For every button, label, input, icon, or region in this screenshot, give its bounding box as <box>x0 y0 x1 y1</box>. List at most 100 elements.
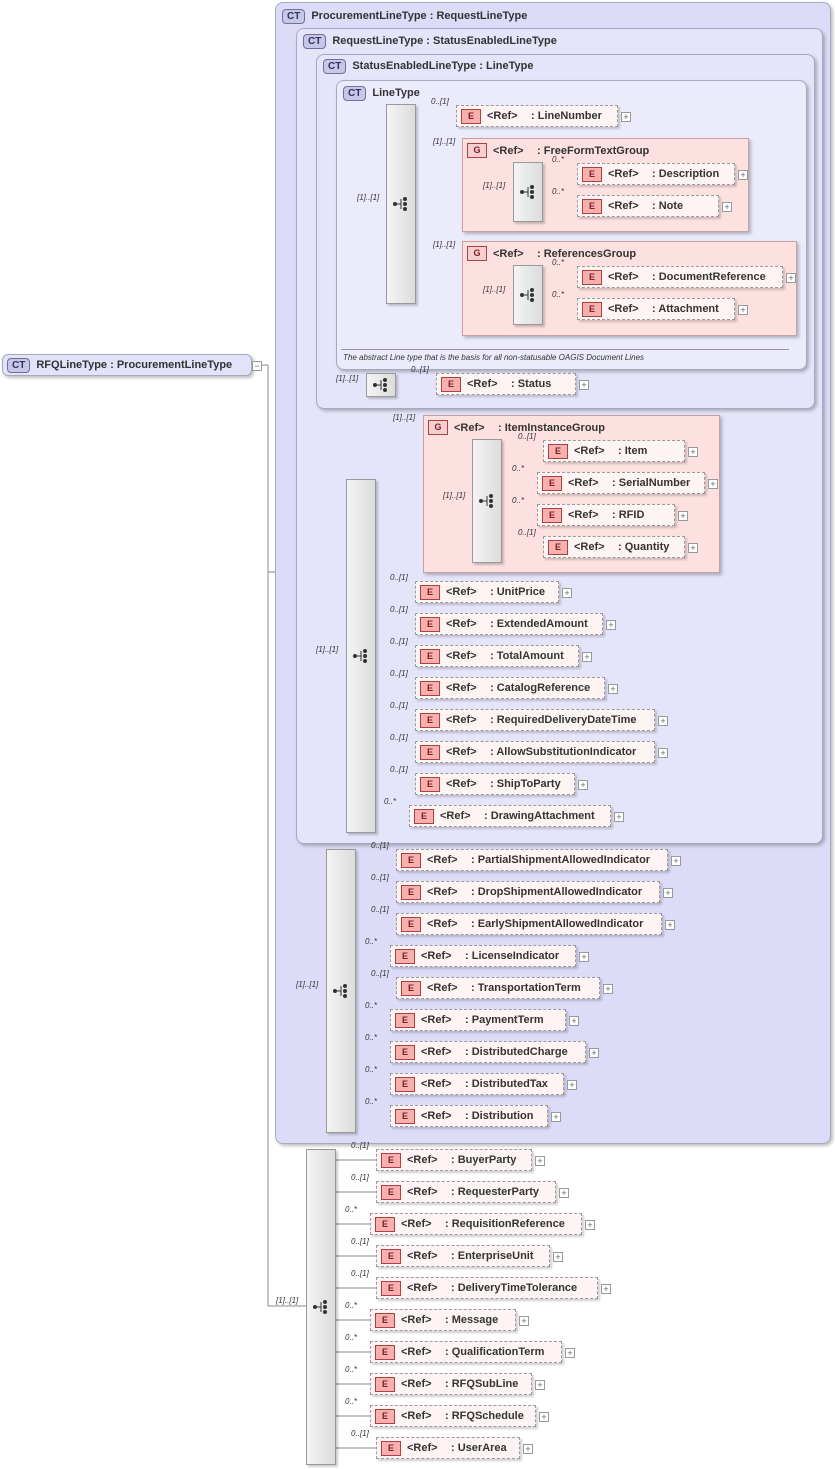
request-line-sequence[interactable] <box>346 479 376 833</box>
expand-icon[interactable]: + <box>565 1348 575 1358</box>
element-document-reference[interactable]: E<Ref>DocumentReference <box>577 266 783 288</box>
expand-icon[interactable]: + <box>608 684 618 694</box>
expand-icon[interactable]: + <box>553 1252 563 1262</box>
expand-icon[interactable]: + <box>688 447 698 457</box>
expand-icon[interactable]: + <box>589 1048 599 1058</box>
cardinality-label: [1]..[1] <box>357 193 380 202</box>
cardinality-label: 0..[1] <box>371 841 389 850</box>
expand-icon[interactable]: + <box>738 170 748 180</box>
element-buyer-party[interactable]: E<Ref>BuyerParty <box>376 1149 532 1171</box>
references-sequence[interactable] <box>513 265 543 325</box>
element-requisition-reference[interactable]: E<Ref>RequisitionReference <box>370 1213 582 1235</box>
cardinality-label: [1]..[1] <box>443 491 466 500</box>
expand-icon[interactable]: + <box>614 812 624 822</box>
element-unit-price[interactable]: E<Ref>UnitPrice <box>415 581 559 603</box>
expand-icon[interactable]: + <box>606 620 616 630</box>
element-early-shipment-allowed-indicator[interactable]: E<Ref>EarlyShipmentAllowedIndicator <box>396 913 662 935</box>
element-rfqschedule[interactable]: E<Ref>RFQSchedule <box>370 1405 536 1427</box>
expand-icon[interactable]: + <box>551 1112 561 1122</box>
expand-icon[interactable]: + <box>539 1412 549 1422</box>
expand-icon[interactable]: + <box>559 1188 569 1198</box>
ref-label: <Ref> <box>421 950 452 962</box>
ref-label: <Ref> <box>608 303 639 315</box>
element-ship-to-party[interactable]: E<Ref>ShipToParty <box>415 773 575 795</box>
element-name: UnitPrice <box>490 586 545 598</box>
rfq-line-sequence[interactable] <box>306 1149 336 1465</box>
item-instance-sequence[interactable] <box>472 439 502 563</box>
expand-icon[interactable]: + <box>708 479 718 489</box>
status-sequence[interactable] <box>366 373 396 397</box>
expand-icon[interactable]: + <box>678 511 688 521</box>
element-requester-party[interactable]: E<Ref>RequesterParty <box>376 1181 556 1203</box>
root-type-rfq-line-type[interactable]: CT RFQLineType : ProcurementLineType <box>2 354 252 376</box>
element-partial-shipment-allowed-indicator[interactable]: E<Ref>PartialShipmentAllowedIndicator <box>396 849 668 871</box>
expand-icon[interactable]: + <box>603 984 613 994</box>
element-payment-term[interactable]: E<Ref>PaymentTerm <box>390 1009 566 1031</box>
expand-icon[interactable]: + <box>567 1080 577 1090</box>
element-attachment[interactable]: E<Ref>Attachment <box>577 298 735 320</box>
element-status[interactable]: E<Ref>Status <box>436 373 576 395</box>
expand-icon[interactable]: + <box>535 1156 545 1166</box>
element-required-delivery-date-time[interactable]: E<Ref>RequiredDeliveryDateTime <box>415 709 655 731</box>
element-line-number[interactable]: E<Ref>LineNumber <box>456 105 618 127</box>
element-catalog-reference[interactable]: E<Ref>CatalogReference <box>415 677 605 699</box>
expand-icon[interactable]: + <box>722 202 732 212</box>
element-message[interactable]: E<Ref>Message <box>370 1309 516 1331</box>
expand-icon[interactable]: + <box>665 920 675 930</box>
group-badge: G <box>467 143 487 158</box>
expand-icon[interactable]: + <box>738 305 748 315</box>
ref-label: <Ref> <box>454 421 485 434</box>
root-collapse-icon[interactable]: − <box>252 361 262 371</box>
expand-icon[interactable]: + <box>658 716 668 726</box>
element-license-indicator[interactable]: E<Ref>LicenseIndicator <box>390 945 576 967</box>
element-description[interactable]: E<Ref>Description <box>577 163 735 185</box>
element-qualification-term[interactable]: E<Ref>QualificationTerm <box>370 1341 562 1363</box>
element-total-amount[interactable]: E<Ref>TotalAmount <box>415 645 579 667</box>
expand-icon[interactable]: + <box>601 1284 611 1294</box>
line-type-divider <box>341 349 789 350</box>
expand-icon[interactable]: + <box>688 543 698 553</box>
element-item[interactable]: E<Ref>Item <box>543 440 685 462</box>
element-allow-substitution-indicator[interactable]: E<Ref>AllowSubstitutionIndicator <box>415 741 655 763</box>
element-badge: E <box>582 198 602 214</box>
expand-icon[interactable]: + <box>535 1380 545 1390</box>
expand-icon[interactable]: + <box>562 588 572 598</box>
element-drop-shipment-allowed-indicator[interactable]: E<Ref>DropShipmentAllowedIndicator <box>396 881 660 903</box>
expand-icon[interactable]: + <box>523 1444 533 1454</box>
element-user-area[interactable]: E<Ref>UserArea <box>376 1437 520 1459</box>
expand-icon[interactable]: + <box>671 856 681 866</box>
element-serial-number[interactable]: E<Ref>SerialNumber <box>537 472 705 494</box>
expand-icon[interactable]: + <box>519 1316 529 1326</box>
expand-icon[interactable]: + <box>579 952 589 962</box>
element-note[interactable]: E<Ref>Note <box>577 195 719 217</box>
element-distributed-charge[interactable]: E<Ref>DistributedCharge <box>390 1041 586 1063</box>
expand-icon[interactable]: + <box>658 748 668 758</box>
cardinality-label: 0..* <box>365 937 378 946</box>
element-rfqsub-line[interactable]: E<Ref>RFQSubLine <box>370 1373 532 1395</box>
expand-icon[interactable]: + <box>621 112 631 122</box>
element-enterprise-unit[interactable]: E<Ref>EnterpriseUnit <box>376 1245 550 1267</box>
expand-icon[interactable]: + <box>663 888 673 898</box>
element-extended-amount[interactable]: E<Ref>ExtendedAmount <box>415 613 603 635</box>
element-delivery-time-tolerance[interactable]: E<Ref>DeliveryTimeTolerance <box>376 1277 598 1299</box>
expand-icon[interactable]: + <box>786 273 796 283</box>
expand-icon[interactable]: + <box>578 780 588 790</box>
expand-icon[interactable]: + <box>579 380 589 390</box>
expand-icon[interactable]: + <box>569 1016 579 1026</box>
element-badge: E <box>582 166 602 182</box>
element-distribution[interactable]: E<Ref>Distribution <box>390 1105 548 1127</box>
element-quantity[interactable]: E<Ref>Quantity <box>543 536 685 558</box>
procurement-line-sequence[interactable] <box>326 849 356 1133</box>
cardinality-label: 0..[1] <box>518 528 536 537</box>
element-name: RequisitionReference <box>445 1218 565 1230</box>
element-drawing-attachment[interactable]: E<Ref>DrawingAttachment <box>409 805 611 827</box>
line-type-sequence[interactable] <box>386 104 416 304</box>
element-rfid[interactable]: E<Ref>RFID <box>537 504 675 526</box>
cardinality-label: 0..* <box>345 1333 358 1342</box>
element-badge: E <box>381 1280 401 1296</box>
expand-icon[interactable]: + <box>582 652 592 662</box>
element-transportation-term[interactable]: E<Ref>TransportationTerm <box>396 977 600 999</box>
expand-icon[interactable]: + <box>585 1220 595 1230</box>
element-distributed-tax[interactable]: E<Ref>DistributedTax <box>390 1073 564 1095</box>
free-form-sequence[interactable] <box>513 162 543 222</box>
